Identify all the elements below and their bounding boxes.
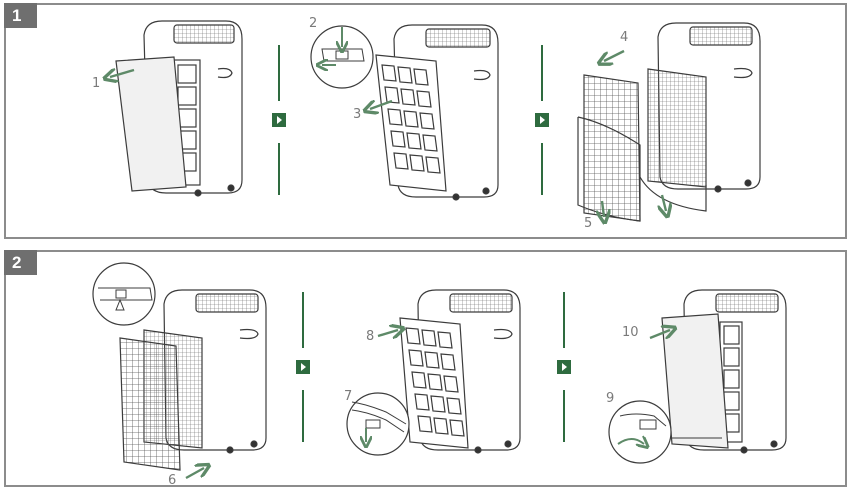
insert-arrow-icon	[649, 330, 670, 338]
hepa-filter-grid	[399, 317, 469, 449]
step-number: 1	[92, 76, 100, 91]
removal-arrow-icon	[110, 70, 135, 77]
step-number: 4	[620, 30, 628, 45]
instruction-panel-2: 2	[4, 250, 847, 488]
carbon-filter	[639, 68, 707, 212]
panel-2-illustration: 6 8	[92, 262, 787, 488]
removal-arrow-icon	[370, 101, 393, 109]
fine-mesh-filter	[119, 337, 181, 471]
magnifier-detail-icon	[346, 392, 410, 456]
insert-arrow-icon	[377, 330, 398, 336]
step-number: 5	[584, 216, 592, 231]
removal-arrow-icon	[602, 200, 604, 217]
removal-arrow-icon	[662, 194, 666, 211]
panel-number-badge: 2	[4, 250, 37, 275]
step-number: 8	[366, 329, 374, 344]
fine-mesh-filter	[577, 74, 641, 222]
magnifier-detail-icon	[92, 262, 156, 326]
step-number: 10	[622, 325, 639, 340]
next-step-arrow-icon	[296, 360, 310, 374]
hepa-filter-grid	[375, 54, 447, 192]
instruction-panel-1: 1	[4, 3, 847, 239]
step-number: 3	[353, 107, 361, 122]
magnifier-detail-icon	[608, 400, 672, 464]
step-number: 2	[309, 16, 317, 31]
insert-arrow-icon	[185, 468, 204, 480]
step-number: 7	[344, 389, 352, 404]
next-step-arrow-icon	[535, 113, 549, 127]
step-number: 9	[606, 391, 614, 406]
panel-1-illustration: 1	[92, 16, 761, 231]
panel-number-badge: 1	[4, 3, 37, 28]
removal-arrow-icon	[604, 49, 625, 61]
next-step-arrow-icon	[557, 360, 571, 374]
magnifier-detail-icon	[310, 25, 374, 89]
pre-filter-panel	[115, 56, 187, 192]
pre-filter-panel	[661, 313, 729, 449]
step-number: 6	[168, 473, 176, 488]
next-step-arrow-icon	[272, 113, 286, 127]
